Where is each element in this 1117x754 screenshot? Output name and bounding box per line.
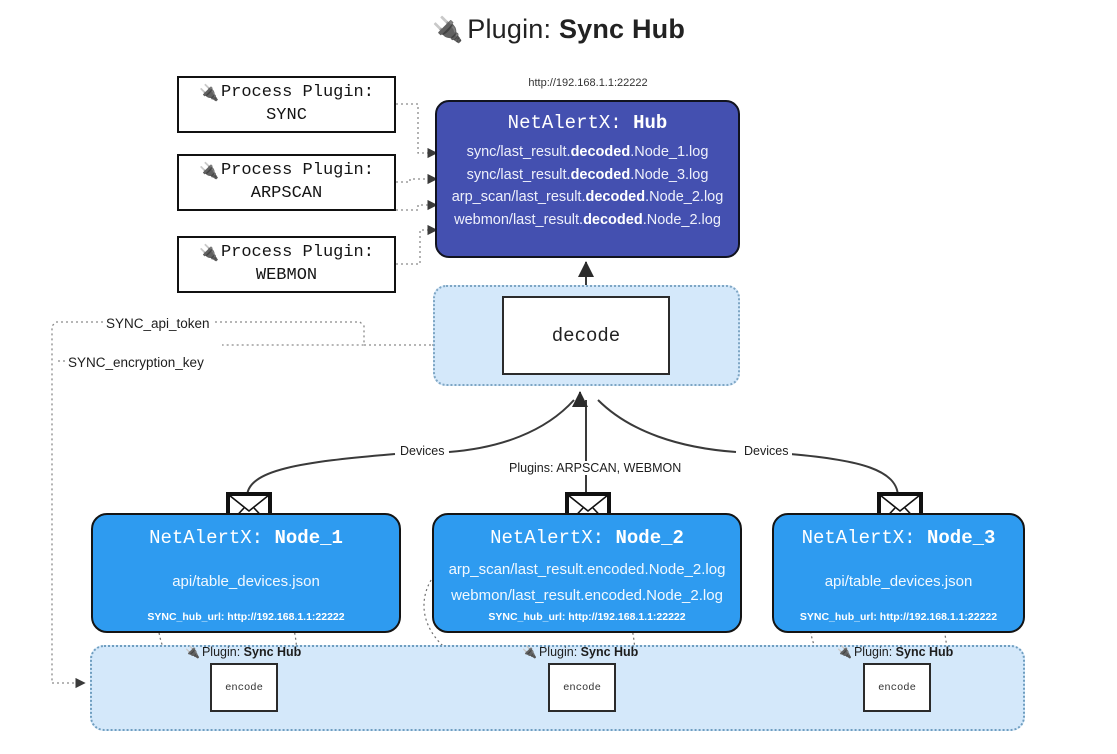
encode-box-2[interactable]: encode xyxy=(548,663,616,712)
node-1-hub-url: SYNC_hub_url: http://192.168.1.1:22222 xyxy=(147,611,345,623)
encode-box-1[interactable]: encode xyxy=(210,663,278,712)
node-1-title: NetAlertX: Node_1 xyxy=(149,527,343,549)
process-plugin-webmon[interactable]: 🔌 Process Plugin: WEBMON xyxy=(177,236,396,293)
plugin-webmon-line1: 🔌 Process Plugin: xyxy=(199,242,374,263)
plugin-webmon-line2: WEBMON xyxy=(255,265,318,285)
node-2[interactable]: NetAlertX: Node_2 arp_scan/last_result.e… xyxy=(432,513,742,633)
node-3-title: NetAlertX: Node_3 xyxy=(801,527,996,549)
edge-label-devices-right: Devices xyxy=(740,444,793,458)
plug-icon: 🔌 xyxy=(185,645,200,659)
plug-icon: 🔌 xyxy=(837,645,852,659)
plug-icon: 🔌 xyxy=(199,243,219,263)
title-prefix: Plugin: xyxy=(467,14,552,44)
encoder-2-label: 🔌Plugin: Sync Hub xyxy=(522,645,639,659)
node-1-source: api/table_devices.json xyxy=(172,573,320,590)
encoder-1-label: 🔌Plugin: Sync Hub xyxy=(185,645,302,659)
encoder-3-label: 🔌Plugin: Sync Hub xyxy=(837,645,954,659)
encode-box-3[interactable]: encode xyxy=(863,663,931,712)
process-plugin-sync[interactable]: 🔌 Process Plugin: SYNC xyxy=(177,76,396,133)
hub-log-line: webmon/last_result.decoded.Node_2.log xyxy=(454,211,721,228)
node-2-hub-url: SYNC_hub_url: http://192.168.1.1:22222 xyxy=(488,611,686,623)
edge-label-plugins: Plugins: ARPSCAN, WEBMON xyxy=(505,461,686,475)
node-3-source: api/table_devices.json xyxy=(824,573,973,590)
decode-box[interactable]: decode xyxy=(502,296,670,375)
plugin-sync-line2: SYNC xyxy=(266,105,307,125)
title-name: Sync Hub xyxy=(558,14,686,44)
hub-url-label: http://192.168.1.1:22222 xyxy=(528,77,648,89)
node-2-source: webmon/last_result.encoded.Node_2.log xyxy=(451,587,723,604)
node-2-title: NetAlertX: Node_2 xyxy=(490,527,684,549)
edge-label-devices-left: Devices xyxy=(396,444,449,458)
plugin-arpscan-line1: 🔌 Process Plugin: xyxy=(199,160,374,181)
token-label-api: SYNC_api_token xyxy=(103,316,213,331)
node-3-hub-url: SYNC_hub_url: http://192.168.1.1:22222 xyxy=(799,611,998,623)
hub-log-line: sync/last_result.decoded.Node_1.log xyxy=(466,144,709,160)
plugin-sync-line1: 🔌 Process Plugin: xyxy=(199,82,374,103)
plug-icon: 🔌 xyxy=(199,83,219,103)
hub-title: NetAlertX: Hub xyxy=(507,112,668,134)
token-label-encryption-key: SYNC_encryption_key xyxy=(65,355,207,370)
page-title: 🔌Plugin: Sync Hub xyxy=(0,14,1117,45)
plug-icon: 🔌 xyxy=(199,161,219,181)
hub-log-line: arp_scan/last_result.decoded.Node_2.log xyxy=(451,189,724,205)
process-plugin-arpscan[interactable]: 🔌 Process Plugin: ARPSCAN xyxy=(177,154,396,211)
hub-log-line: sync/last_result.decoded.Node_3.log xyxy=(466,166,709,183)
plugin-arpscan-line2: ARPSCAN xyxy=(250,183,323,203)
hub-node[interactable]: NetAlertX: Hub sync/last_result.decoded.… xyxy=(435,100,740,258)
node-1[interactable]: NetAlertX: Node_1 api/table_devices.json… xyxy=(91,513,401,633)
plug-icon: 🔌 xyxy=(522,645,537,659)
node-2-source: arp_scan/last_result.encoded.Node_2.log xyxy=(448,561,726,578)
node-3[interactable]: NetAlertX: Node_3 api/table_devices.json… xyxy=(772,513,1025,633)
plug-icon: 🔌 xyxy=(431,16,464,44)
